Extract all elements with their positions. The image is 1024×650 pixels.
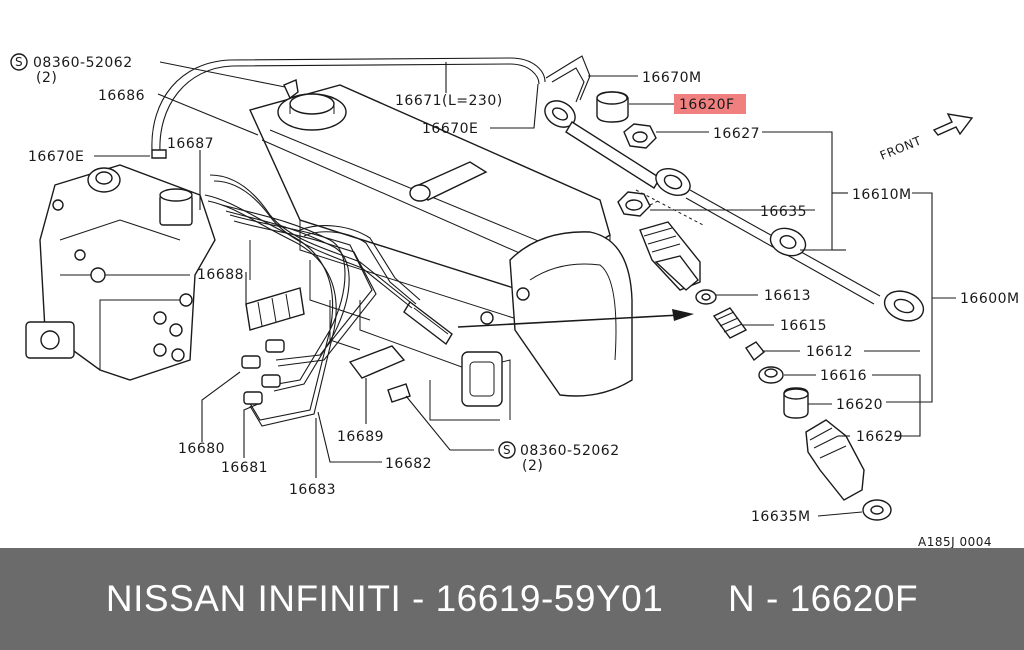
label-16610m: 16610M [852, 187, 912, 203]
label-bolt-top: 08360-52062 [33, 55, 133, 71]
label-16686: 16686 [98, 88, 145, 104]
label-16680: 16680 [178, 441, 225, 457]
label-16612: 16612 [806, 344, 853, 360]
label-16627: 16627 [713, 126, 760, 142]
callout-labels: S 08360-52062 (2) 16686 16670E 16687 166… [15, 55, 1020, 549]
bolt-symbol-bottom: S [503, 443, 511, 457]
label-16629: 16629 [856, 429, 903, 445]
bolt-symbol-top: S [15, 55, 23, 69]
label-16670e-center: 16670E [422, 121, 478, 137]
label-16620f: 16620F [679, 97, 735, 113]
injection-pipes [151, 55, 591, 427]
label-16682: 16682 [385, 456, 432, 472]
front-indicator: FRONT [878, 113, 974, 163]
highlight-16620f [674, 94, 746, 114]
parts-diagram: FRONT [10, 53, 1020, 549]
label-16688: 16688 [197, 267, 244, 283]
label-bolt-top-qty: (2) [36, 70, 57, 86]
leader-lines [10, 53, 956, 517]
drawing-code: A185J 0004 [918, 535, 992, 548]
label-16620: 16620 [836, 397, 883, 413]
label-16670e-left: 16670E [28, 149, 84, 165]
engine-illustration [25, 84, 633, 421]
label-16670m: 16670M [642, 70, 702, 86]
label-bolt-bottom: 08360-52062 [520, 443, 620, 459]
label-16600m: 16600M [960, 291, 1020, 307]
banner-title: NISSAN INFINITI - 16619-59Y01 N - 16620F [105, 578, 919, 619]
label-16689: 16689 [337, 429, 384, 445]
label-16683: 16683 [289, 482, 336, 498]
label-16613: 16613 [764, 288, 811, 304]
label-16671: 16671(L=230) [395, 93, 503, 109]
label-16687: 16687 [167, 136, 214, 152]
label-16635: 16635 [760, 204, 807, 220]
nozzle-exploded-parts [457, 91, 925, 521]
front-label: FRONT [878, 133, 924, 162]
part-number-banner: NISSAN INFINITI - 16619-59Y01 N - 16620F [0, 548, 1024, 650]
label-16635m: 16635M [751, 509, 811, 525]
label-16681: 16681 [221, 460, 268, 476]
label-bolt-bottom-qty: (2) [522, 458, 543, 474]
label-16616: 16616 [820, 368, 867, 384]
label-16615: 16615 [780, 318, 827, 334]
